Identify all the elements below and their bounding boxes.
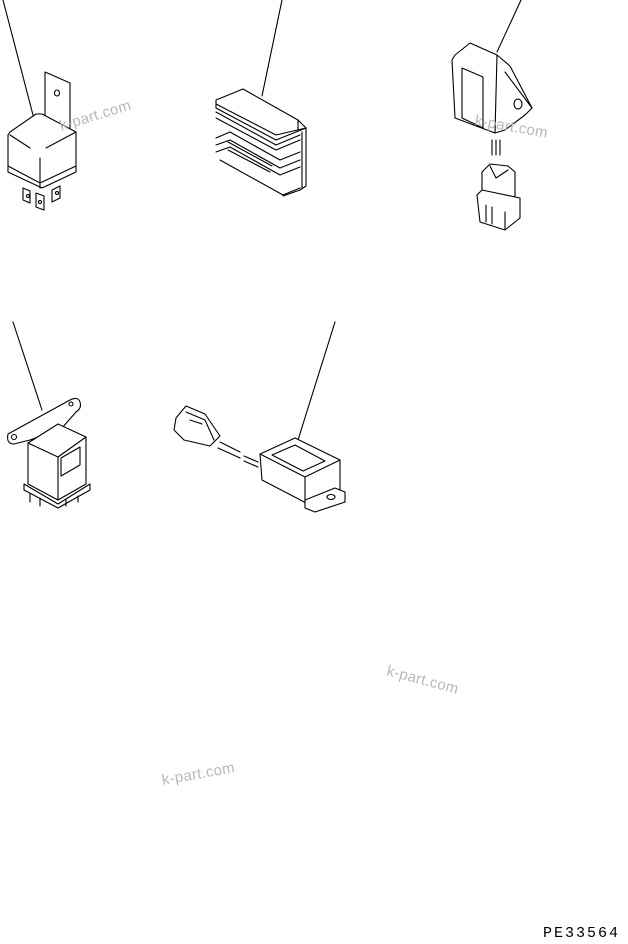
sensor-module-part[interactable] xyxy=(173,321,346,513)
flasher-relay-part[interactable] xyxy=(7,321,91,509)
finned-module-part[interactable] xyxy=(215,0,307,197)
relay-part[interactable] xyxy=(2,0,77,211)
leader-line xyxy=(12,321,43,411)
leader-line xyxy=(261,0,283,97)
leader-line xyxy=(496,0,522,53)
leader-line xyxy=(297,321,336,441)
controller-part[interactable] xyxy=(451,0,533,231)
leader-line xyxy=(2,0,34,116)
drawing-code: PE33564 xyxy=(542,925,620,942)
